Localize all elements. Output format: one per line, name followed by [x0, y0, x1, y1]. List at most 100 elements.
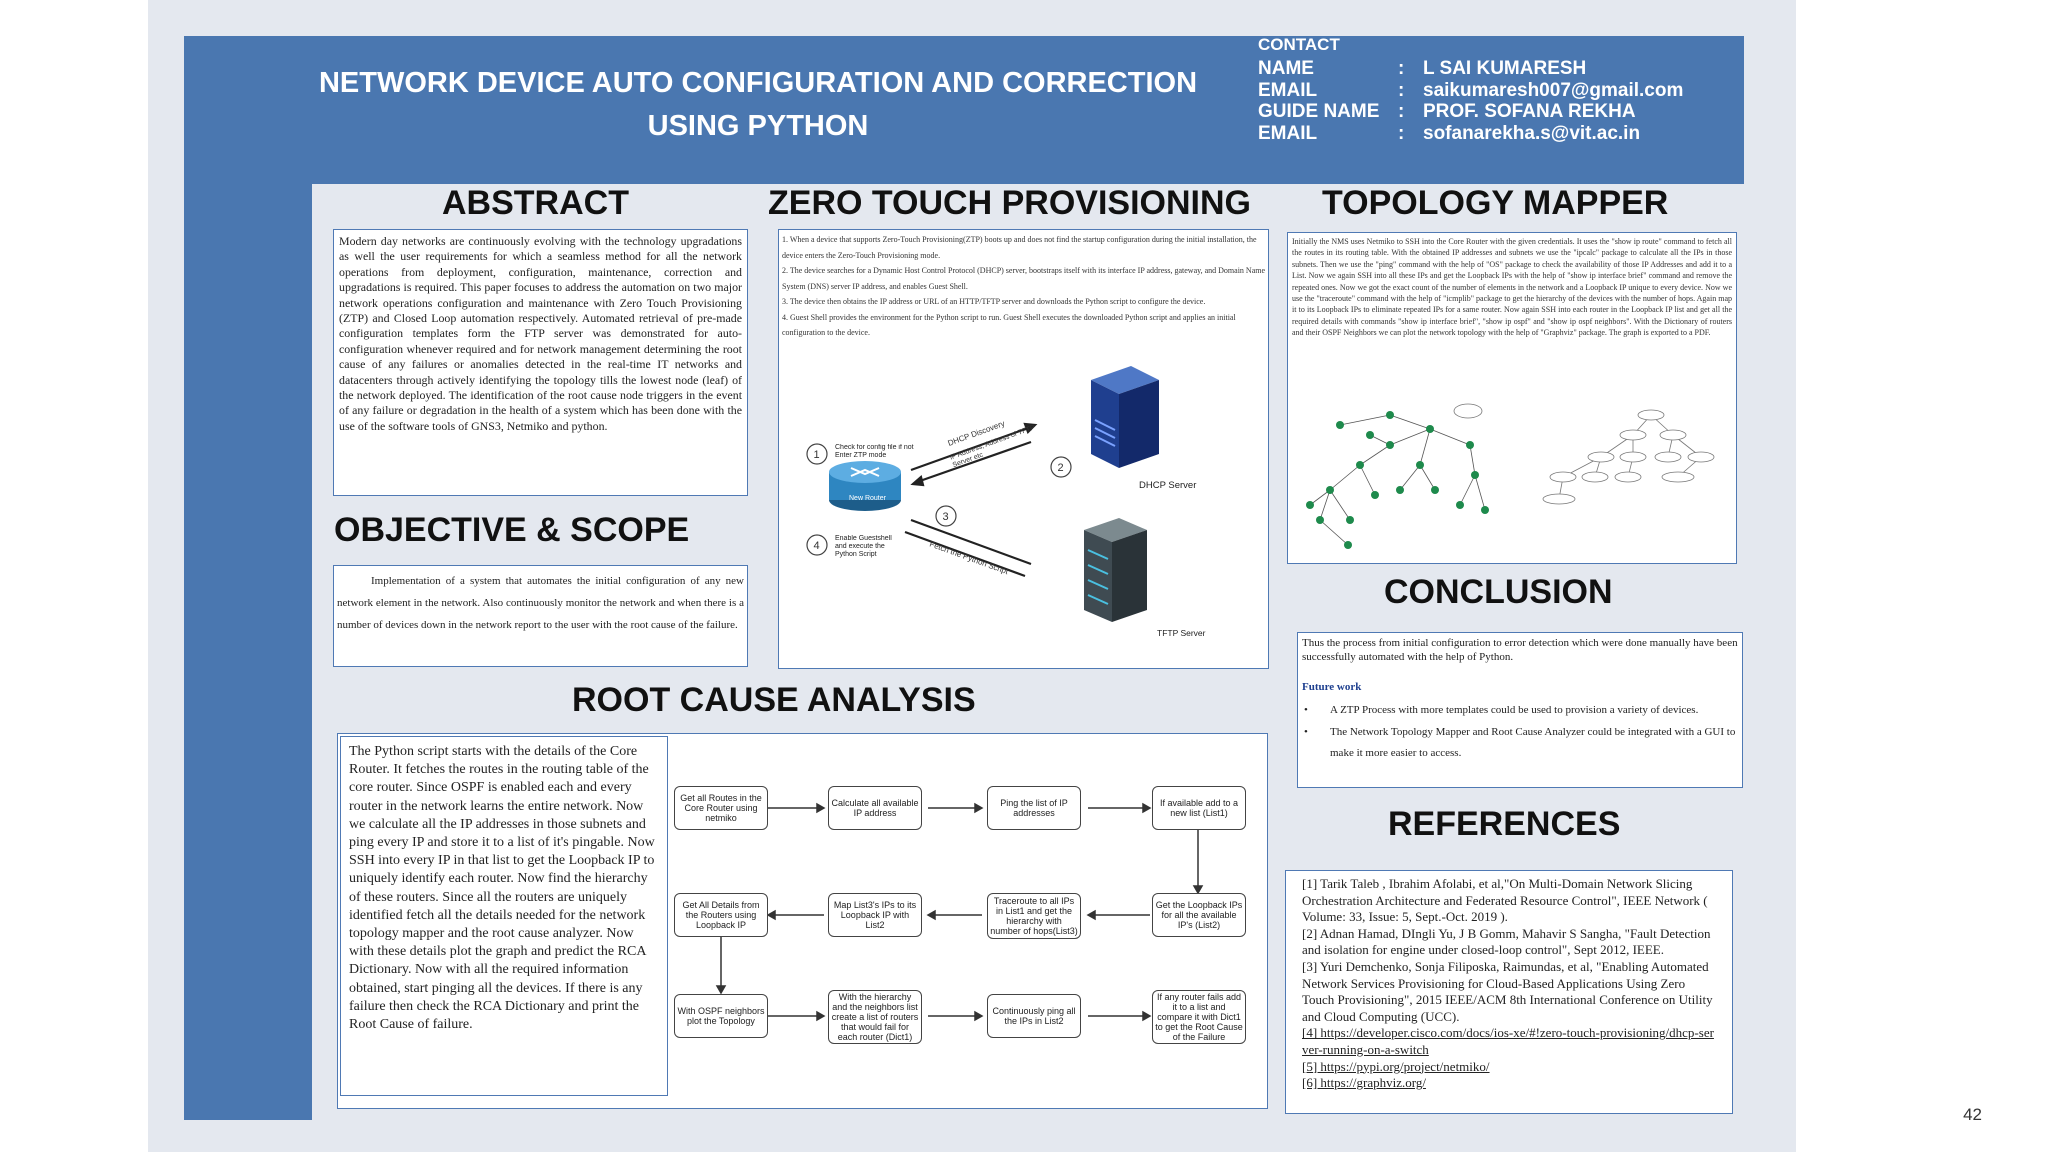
ip-address-arrow	[916, 440, 1032, 484]
bullet-icon: •	[1304, 704, 1308, 716]
contact-value: PROF. SOFANA REKHA	[1423, 101, 1636, 122]
reference-item: [3] Yuri Demchenko, Sonja Filiposka, Rai…	[1302, 958, 1713, 1024]
contact-key: EMAIL	[1258, 122, 1318, 144]
reference-item: [2] Adnan Hamad, DIngli Yu, J B Gomm, Ma…	[1302, 925, 1711, 958]
topology-heading: TOPOLOGY MAPPER	[1322, 184, 1669, 222]
flow-step-6: Traceroute to all IPs in List1 and get t…	[987, 893, 1081, 939]
conclusion-heading: CONCLUSION	[1384, 573, 1613, 611]
fetch-script-arrow-2	[904, 530, 1026, 578]
flow-step-10: With the hierarchy and the neighbors lis…	[828, 990, 922, 1044]
contact-key: NAME	[1258, 58, 1314, 79]
reference-link[interactable]: [4] https://developer.cisco.com/docs/ios…	[1302, 1025, 1714, 1057]
left-accent-bar	[184, 36, 312, 1120]
contact-sep: :	[1398, 122, 1405, 144]
bullet-icon: •	[1304, 725, 1308, 738]
poster-title-line2: USING PYTHON	[647, 110, 869, 142]
contact-sep: :	[1398, 101, 1405, 122]
future-work-text: A ZTP Process with more templates could …	[1330, 704, 1699, 716]
flow-step-4: If available add to a new list (List1)	[1152, 786, 1246, 830]
future-work-item: • The Network Topology Mapper and Root C…	[1302, 722, 1738, 765]
ztp-step: 3. The device then obtains the IP addres…	[782, 297, 1206, 306]
abstract-body: Modern day networks are continuously evo…	[333, 229, 748, 496]
conclusion-body: Thus the process from initial configurat…	[1302, 637, 1738, 663]
contact-key: GUIDE NAME	[1258, 101, 1380, 122]
dhcp-server-label: DHCP Server	[1139, 480, 1196, 491]
reference-link[interactable]: [6] https://graphviz.org/	[1302, 1075, 1426, 1091]
contact-value: saikumaresh007@gmail.com	[1423, 79, 1684, 101]
step-1-number: 1	[814, 449, 820, 461]
step-1-badge: 1	[806, 443, 828, 465]
flow-step-3: Ping the list of IP addresses	[987, 786, 1081, 830]
step-1-label: Check for config file if not Enter ZTP m…	[835, 444, 914, 459]
slide-number: 42	[1963, 1105, 1982, 1124]
ztp-step: 4. Guest Shell provides the environment …	[782, 312, 1236, 338]
contact-value: L SAI KUMARESH	[1423, 58, 1587, 79]
arrow-head	[910, 474, 925, 487]
ztp-step: 1. When a device that supports Zero-Touc…	[782, 235, 1257, 260]
rca-body: The Python script starts with the detail…	[340, 736, 668, 1096]
tftp-server-label: TFTP Server	[1157, 628, 1206, 638]
flow-step-5: Get the Loopback IPs for all the availab…	[1152, 893, 1246, 937]
flow-step-8: Get All Details from the Routers using L…	[674, 893, 768, 937]
contact-row: GUIDE NAME : PROF. SOFANA REKHA	[1258, 101, 1738, 123]
poster-title-line1: NETWORK DEVICE AUTO CONFIGURATION AND CO…	[318, 67, 1198, 99]
arrow-head	[1023, 422, 1038, 434]
future-work-text: The Network Topology Mapper and Root Cau…	[1330, 725, 1736, 760]
contact-heading: CONTACT	[1258, 35, 1340, 54]
conclusion-panel: Thus the process from initial configurat…	[1297, 632, 1743, 788]
flow-step-11: Continuously ping all the IPs in List2	[987, 994, 1081, 1038]
topology-panel: Initially the NMS uses Netmiko to SSH in…	[1287, 232, 1737, 564]
topology-graph-2	[1523, 395, 1719, 557]
future-work-heading: Future work	[1302, 681, 1362, 693]
flow-step-12: If any router fails add it to a list and…	[1152, 990, 1246, 1044]
reference-link[interactable]: [5] https://pypi.org/project/netmiko/	[1302, 1058, 1490, 1074]
rca-heading: ROOT CAUSE ANALYSIS	[572, 681, 976, 719]
objective-heading: OBJECTIVE & SCOPE	[334, 511, 690, 549]
step-2-badge: 2	[1050, 456, 1072, 478]
abstract-heading: ABSTRACT	[442, 184, 629, 222]
step-4-number: 4	[814, 540, 820, 552]
objective-body: Implementation of a system that automate…	[333, 565, 748, 667]
step-1-label-wrap: Check for config file if not Enter ZTP m…	[835, 444, 914, 459]
step-3-number: 3	[943, 511, 949, 523]
reference-item: [1] Tarik Taleb , Ibrahim Afolabi, et al…	[1302, 876, 1708, 925]
contact-row: EMAIL : saikumaresh007@gmail.com	[1258, 80, 1738, 102]
ztp-heading: ZERO TOUCH PROVISIONING	[768, 184, 1251, 222]
contact-key: EMAIL	[1258, 79, 1318, 101]
ztp-steps: 1. When a device that supports Zero-Touc…	[782, 232, 1266, 356]
ztp-panel: 1. When a device that supports Zero-Touc…	[778, 229, 1269, 669]
step-4-label-wrap: Enable Guestshell and execute the Python…	[835, 535, 892, 558]
contact-block: CONTACT NAME : L SAI KUMARESH EMAIL : sa…	[1258, 34, 1738, 144]
flow-step-1: Get all Routes in the Core Router using …	[674, 786, 768, 830]
flowchart-connectors	[715, 802, 1204, 1022]
step-4-label: Enable Guestshell and execute the Python…	[835, 535, 892, 558]
rca-flowchart: Get all Routes in the Core Router using …	[674, 738, 1266, 1106]
contact-row: EMAIL : sofanarekha.s@vit.ac.in	[1258, 123, 1738, 145]
dhcp-server-icon	[1091, 366, 1159, 468]
step-2-number: 2	[1058, 462, 1064, 474]
contact-row: NAME : L SAI KUMARESH	[1258, 58, 1738, 80]
step-3-badge: 3	[935, 505, 957, 527]
topology-body: Initially the NMS uses Netmiko to SSH in…	[1292, 237, 1732, 338]
dhcp-discovery-arrow	[910, 425, 1032, 472]
contact-value: sofanarekha.s@vit.ac.in	[1423, 122, 1641, 144]
references-heading: REFERENCES	[1388, 805, 1621, 843]
flow-step-7: Map List3's IPs to its Loopback IP with …	[828, 893, 922, 937]
flow-step-2: Calculate all available IP address	[828, 786, 922, 830]
ztp-step: 2. The device searches for a Dynamic Hos…	[782, 266, 1266, 291]
fetch-script-arrow-1	[910, 518, 1032, 566]
contact-sep: :	[1398, 58, 1405, 79]
future-work-item: • A ZTP Process with more templates coul…	[1302, 700, 1738, 722]
header-banner	[184, 36, 1744, 184]
step-4-badge: 4	[806, 534, 828, 556]
references-panel: [1] Tarik Taleb , Ibrahim Afolabi, et al…	[1285, 870, 1733, 1114]
contact-sep: :	[1398, 79, 1405, 101]
flow-step-9: With OSPF neighbors plot the Topology	[674, 994, 768, 1038]
tftp-server-icon	[1084, 518, 1147, 622]
poster-title: NETWORK DEVICE AUTO CONFIGURATION AND CO…	[312, 62, 1204, 148]
rca-panel: The Python script starts with the detail…	[337, 733, 1268, 1109]
ztp-diagram: New Router 1 Check for config file if no…	[799, 360, 1264, 665]
topology-graph-1	[1300, 395, 1510, 557]
router-label: New Router	[849, 495, 887, 502]
router-icon	[829, 461, 901, 511]
